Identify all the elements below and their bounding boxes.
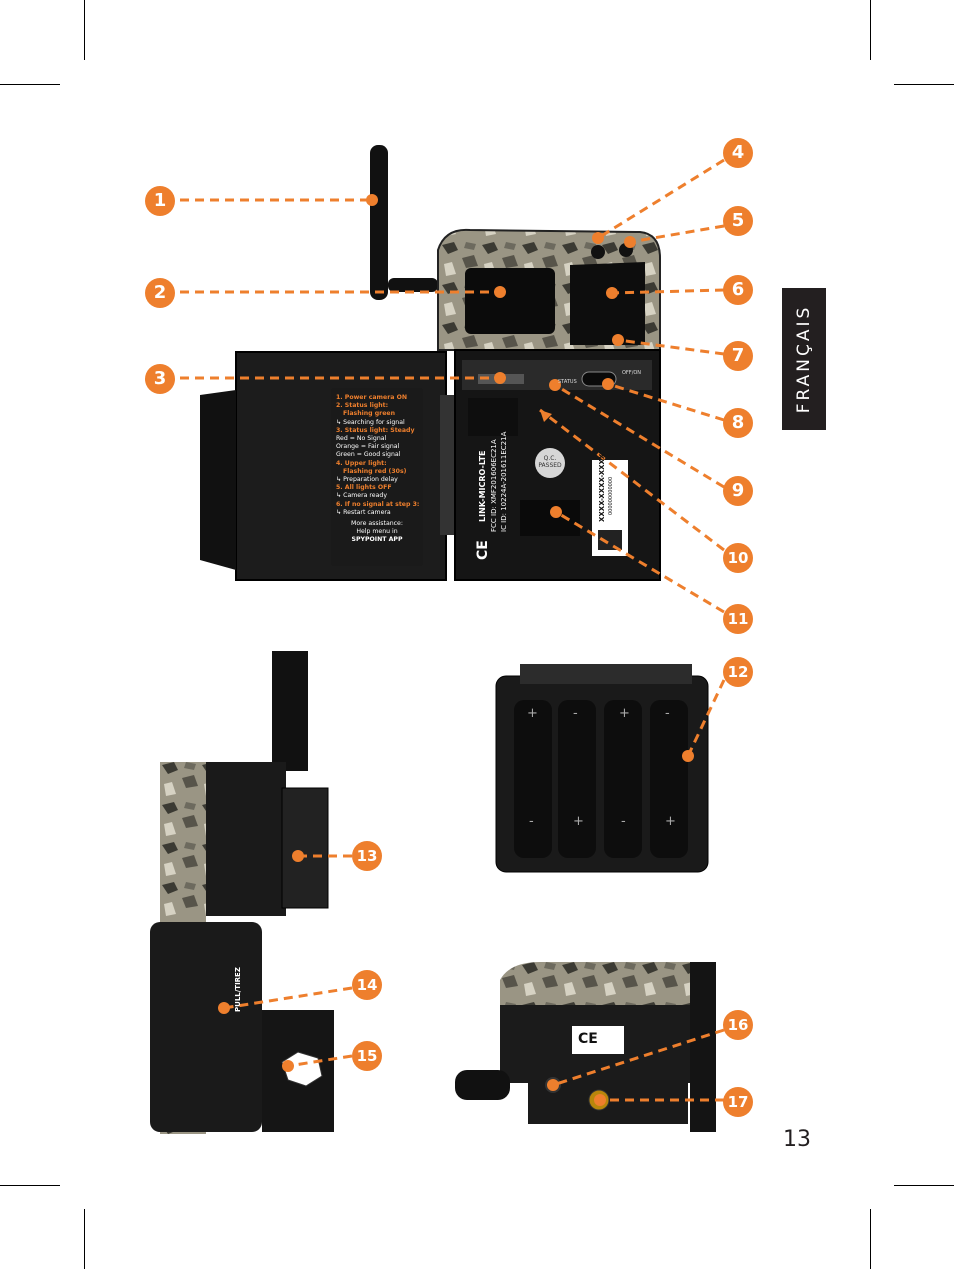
- polarity-mark: -: [665, 706, 670, 721]
- sticker-line: Green = Good signal: [336, 451, 401, 459]
- sticker-line: ↳ Searching for signal: [336, 418, 405, 426]
- callout-6: 6: [723, 275, 753, 305]
- language-tab: FRANÇAIS: [782, 288, 826, 430]
- callout-dots: [218, 194, 694, 1106]
- callout-7: 7: [723, 341, 753, 371]
- lens-window: [465, 268, 555, 334]
- sticker-line: Red = No Signal: [336, 435, 387, 443]
- sticker-line: 6. If no signal at step 3:: [336, 500, 420, 508]
- qc-label: Q.C. PASSED: [537, 455, 563, 469]
- sticker-line: 4. Upper light:: [336, 459, 387, 467]
- antenna-side: [272, 651, 308, 771]
- antenna: [370, 145, 388, 300]
- sticker-line: Flashing green: [343, 410, 395, 418]
- polarity-mark: +: [665, 814, 676, 829]
- polarity-mark: +: [573, 814, 584, 829]
- polarity-mark: +: [619, 706, 630, 721]
- sd-slot: [468, 398, 518, 436]
- serial-label: XXXX-XXXX-XXXX: [598, 453, 606, 522]
- callout-3: 3: [145, 364, 175, 394]
- hinge: [440, 395, 454, 535]
- callout-13: 13: [352, 841, 382, 871]
- model-label: LINK-MICRO-LTE: [478, 450, 487, 522]
- callout-17: 17: [723, 1087, 753, 1117]
- polarity-mark: +: [527, 706, 538, 721]
- callout-2: 2: [145, 278, 175, 308]
- crop-mark: [84, 1209, 85, 1269]
- callout-9: 9: [723, 476, 753, 506]
- led: [591, 245, 605, 259]
- qc-line: Q.C.: [543, 455, 557, 462]
- crop-mark: [0, 1185, 60, 1186]
- sticker-line: SPYPOINT APP: [351, 536, 403, 544]
- page-number: 13: [783, 1127, 811, 1152]
- sticker-line: 2. Status light:: [336, 402, 389, 410]
- sticker-line: ↳ Camera ready: [336, 492, 387, 500]
- antenna-hinge: [388, 278, 438, 292]
- callout-4: 4: [723, 138, 753, 168]
- bottom-antenna: [690, 962, 716, 1132]
- side-body: [206, 762, 286, 916]
- callout-arrowhead: [540, 410, 552, 422]
- callout-10: 10: [723, 543, 753, 573]
- callout-15: 15: [352, 1041, 382, 1071]
- battery-cell: [514, 700, 552, 858]
- off-on-label: OFF/ON: [622, 370, 642, 376]
- sticker-line: Orange = Fair signal: [336, 443, 400, 451]
- door-instructions: 1. Power camera ON 2. Status light: Flas…: [331, 388, 423, 566]
- crop-mark: [84, 0, 85, 60]
- callout-5: 5: [723, 206, 753, 236]
- callout-16: 16: [723, 1010, 753, 1040]
- callout-11: 11: [723, 604, 753, 634]
- qc-line: PASSED: [538, 462, 562, 469]
- ic-label: IC ID: 10224A-201611EC21A: [500, 431, 508, 532]
- battery-cell: [650, 700, 688, 858]
- bottom-ce-label: CE: [578, 1031, 598, 1047]
- crop-mark: [870, 0, 871, 60]
- ce-label: [572, 1026, 624, 1054]
- crop-mark: [894, 1185, 954, 1186]
- crop-mark: [0, 84, 60, 85]
- fcc-label: FCC ID: XMF201606EC21A: [490, 439, 498, 532]
- polarity-mark: -: [621, 814, 626, 829]
- callout-1: 1: [145, 186, 175, 216]
- door-latch: [200, 390, 236, 570]
- callout-8: 8: [723, 408, 753, 438]
- pull-label: PULL/TIREZ: [234, 967, 242, 1012]
- battery-cell: [558, 700, 596, 858]
- side-battery: [150, 922, 262, 1132]
- sticker-line: ↳ Preparation delay: [336, 476, 398, 484]
- polarity-mark: -: [573, 706, 578, 721]
- crop-mark: [894, 84, 954, 85]
- sticker-line: ↳ Restart camera: [336, 508, 391, 516]
- sticker-line: Help menu in: [356, 528, 398, 536]
- sticker-line: 5. All lights OFF: [336, 484, 392, 492]
- battery-cell: [604, 700, 642, 858]
- qr-code: [598, 530, 622, 550]
- crop-mark: [870, 1209, 871, 1269]
- lock-hole: [281, 1051, 323, 1087]
- qc-sticker: [535, 448, 565, 478]
- bottom-hinge: [455, 1070, 510, 1100]
- sticker-line: 3. Status light: Steady: [336, 426, 415, 434]
- sticker-line: More assistance:: [351, 520, 403, 528]
- barcode-number: 000000000000: [608, 476, 614, 515]
- camo-bottom: [500, 962, 706, 1010]
- battery-door: [520, 500, 580, 536]
- polarity-mark: -: [529, 814, 534, 829]
- side-mount: [281, 787, 329, 909]
- callout-12: 12: [723, 657, 753, 687]
- tray-top: [520, 664, 692, 684]
- callout-14: 14: [352, 970, 382, 1000]
- sticker-line: Flashing red (30s): [343, 467, 407, 475]
- status-label: STATUS: [558, 379, 577, 385]
- callout-lines: [180, 158, 726, 1102]
- sticker-line: 1. Power camera ON: [336, 394, 408, 401]
- language-label: FRANÇAIS: [794, 304, 814, 414]
- sensor-window: [570, 262, 645, 345]
- ce-mark: CE: [475, 540, 491, 560]
